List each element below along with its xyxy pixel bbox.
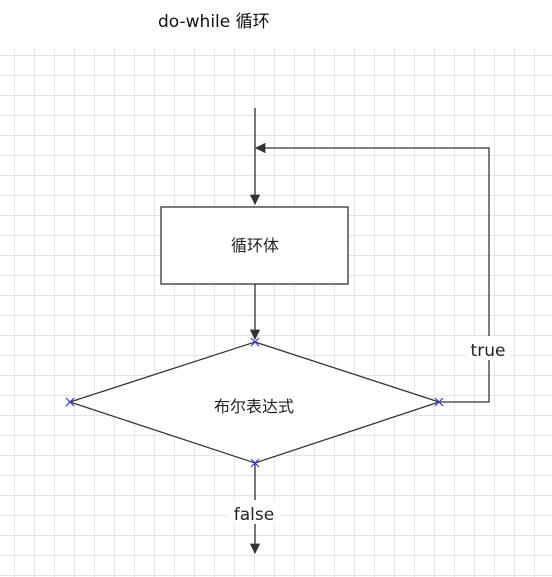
connection-point-top[interactable]: [250, 337, 260, 347]
false-label-background: [228, 500, 280, 524]
condition-label: 布尔表达式: [214, 397, 294, 416]
diagram-title: do-while 循环: [158, 12, 270, 32]
connection-point-right[interactable]: [434, 397, 444, 407]
loop-body-node[interactable]: 循环体: [160, 206, 349, 285]
header-area: [0, 0, 552, 48]
true-loop-back-edge: [254, 142, 490, 403]
condition-node[interactable]: 布尔表达式: [67, 341, 442, 464]
false-label: false: [234, 505, 274, 525]
true-label: true: [471, 341, 506, 361]
connection-point-bottom[interactable]: [250, 458, 260, 468]
connection-point-left[interactable]: [65, 397, 75, 407]
true-label-background: [466, 336, 510, 360]
loop-body-label: 循环体: [231, 236, 279, 255]
